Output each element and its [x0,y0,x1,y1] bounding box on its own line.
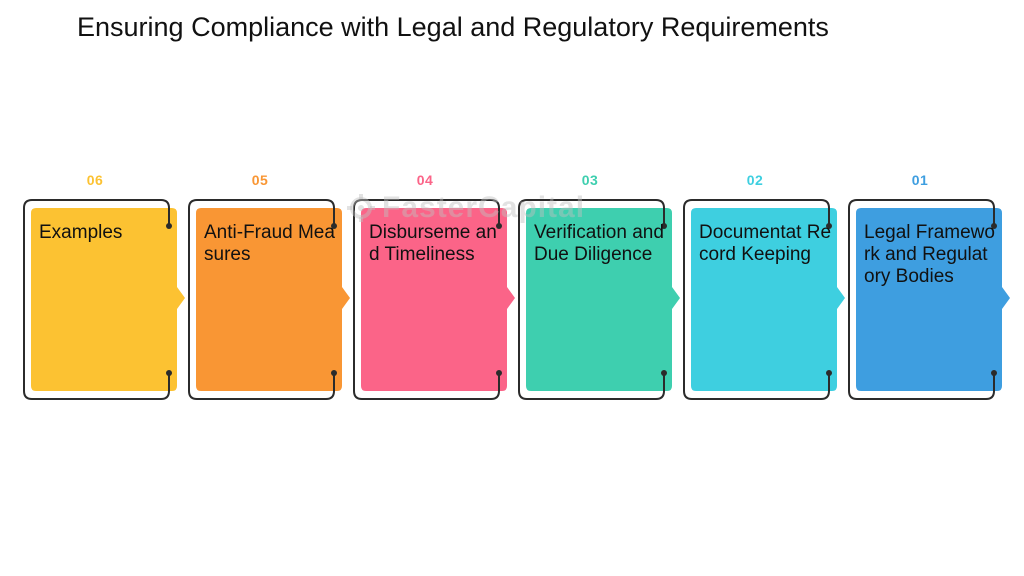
step-card [23,199,185,400]
outline-end-dot-top [166,223,172,229]
step-card-outline [683,199,830,400]
step-card-outline [848,199,995,400]
outline-end-dot-top [331,223,337,229]
step-card-outline [188,199,335,400]
step-number: 02 [746,172,764,188]
step-number: 01 [911,172,929,188]
step-card-fill [856,208,1010,391]
outline-end-dot-top [496,223,502,229]
outline-end-dot-bottom [496,370,502,376]
step-card [188,199,350,400]
step-card-fill [361,208,515,391]
step-card-outline [23,199,170,400]
outline-end-dot-bottom [826,370,832,376]
step-label: Verification and Due Diligence [534,222,664,265]
step-card [353,199,515,400]
step-card [683,199,845,400]
outline-end-dot-bottom [166,370,172,376]
diagram-title: Ensuring Compliance with Legal and Regul… [77,12,829,42]
step-label: Documentat Record Keeping [699,222,832,265]
step-card-fill [526,208,680,391]
step-card [518,199,680,400]
step-card-fill [31,208,185,391]
step-card-outline [518,199,665,400]
step-label: Legal Framework and Regulatory Bodies [864,222,995,287]
step-number: 06 [86,172,104,188]
outline-end-dot-bottom [661,370,667,376]
step-number: 03 [581,172,599,188]
step-label: Disburseme and Timeliness [369,222,497,265]
step-card [848,199,1010,400]
step-label: Examples [39,222,123,243]
step-card-fill [691,208,845,391]
step-card-outline [353,199,500,400]
outline-end-dot-top [991,223,997,229]
step-number: 04 [416,172,434,188]
step-label: Anti-Fraud Measures [204,222,335,265]
outline-end-dot-bottom [991,370,997,376]
step-number: 05 [251,172,269,188]
step-card-fill [196,208,350,391]
outline-end-dot-top [826,223,832,229]
outline-end-dot-bottom [331,370,337,376]
outline-end-dot-top [661,223,667,229]
